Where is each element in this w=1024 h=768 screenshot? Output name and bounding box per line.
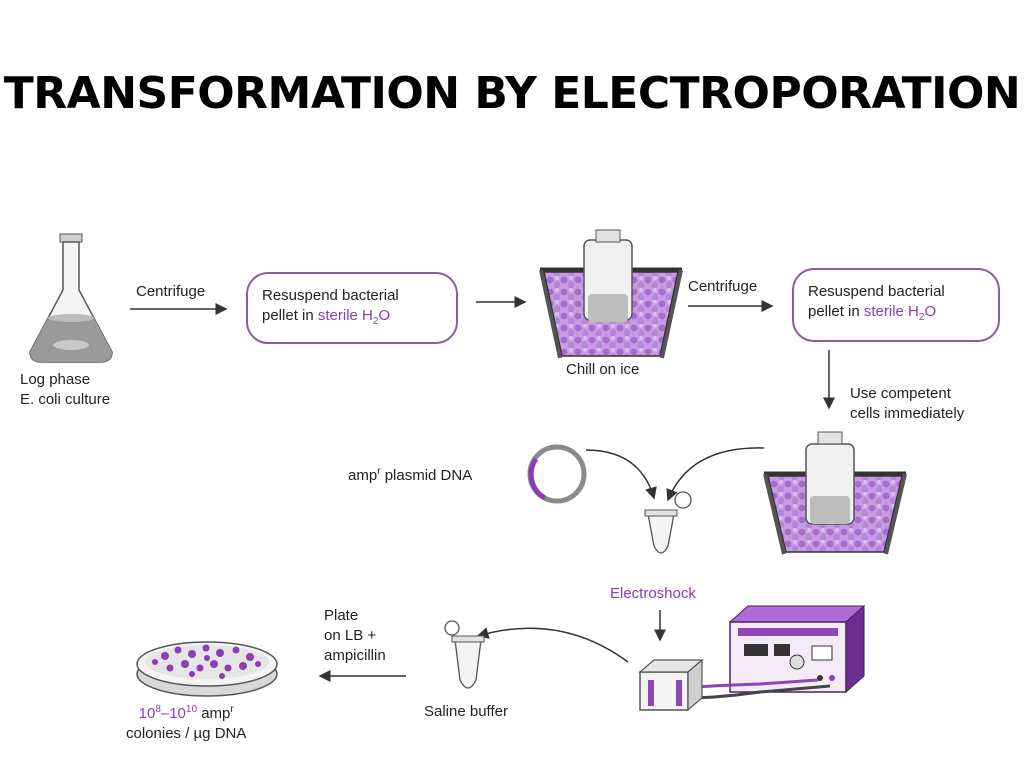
colonies-label: 108–1010 ampr colonies / µg DNA bbox=[126, 704, 247, 743]
flask-icon bbox=[29, 233, 113, 363]
petri-dish-icon bbox=[136, 641, 278, 697]
centrifuge-label: Centrifuge bbox=[136, 283, 206, 300]
plasmid-label: ampr plasmid DNA bbox=[348, 466, 473, 485]
ice-bucket-icon bbox=[763, 431, 907, 555]
centrifuge-label: Centrifuge bbox=[688, 278, 758, 295]
tube-icon bbox=[444, 620, 485, 689]
tube-icon bbox=[644, 491, 692, 554]
slide-title: TRANSFORMATION BY ELECTROPORATION bbox=[3, 68, 1021, 119]
resuspend-box: Resuspend bacterial pellet in sterile H2… bbox=[246, 272, 458, 344]
electroporator-icon bbox=[728, 604, 866, 694]
electroshock-label: Electroshock bbox=[610, 585, 696, 602]
resuspend-box: Resuspend bacterial pellet in sterile H2… bbox=[792, 268, 1000, 342]
plasmid-icon bbox=[527, 444, 587, 504]
competent-cells-label: Use competent cells immediately bbox=[850, 385, 965, 422]
saline-label: Saline buffer bbox=[424, 703, 508, 720]
chill-label: Chill on ice bbox=[566, 361, 640, 378]
ice-bucket-icon bbox=[539, 229, 683, 359]
plate-label: Plate on LB + ampicillin bbox=[324, 607, 386, 664]
cuvette-icon bbox=[638, 658, 831, 712]
flask-label: Log phase E. coli culture bbox=[20, 371, 111, 408]
